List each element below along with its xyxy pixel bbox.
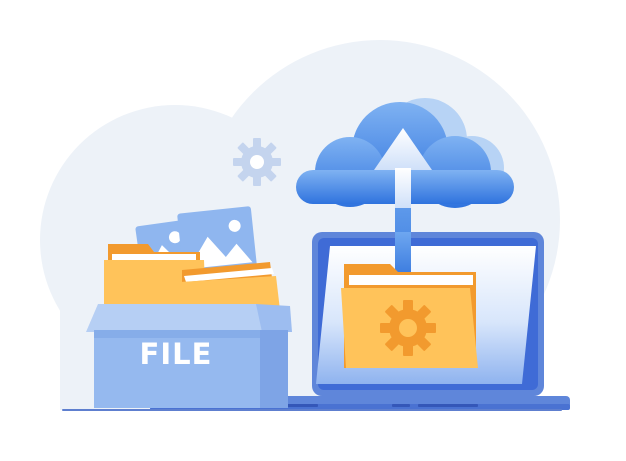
folder-icon [341,264,478,368]
archive-box-icon [86,304,292,408]
folder-stack [104,244,280,310]
ground-line [62,409,562,411]
file-box-label: FILE [139,337,213,371]
gear-icon [233,138,281,186]
upload-arrow-stem [395,232,411,272]
